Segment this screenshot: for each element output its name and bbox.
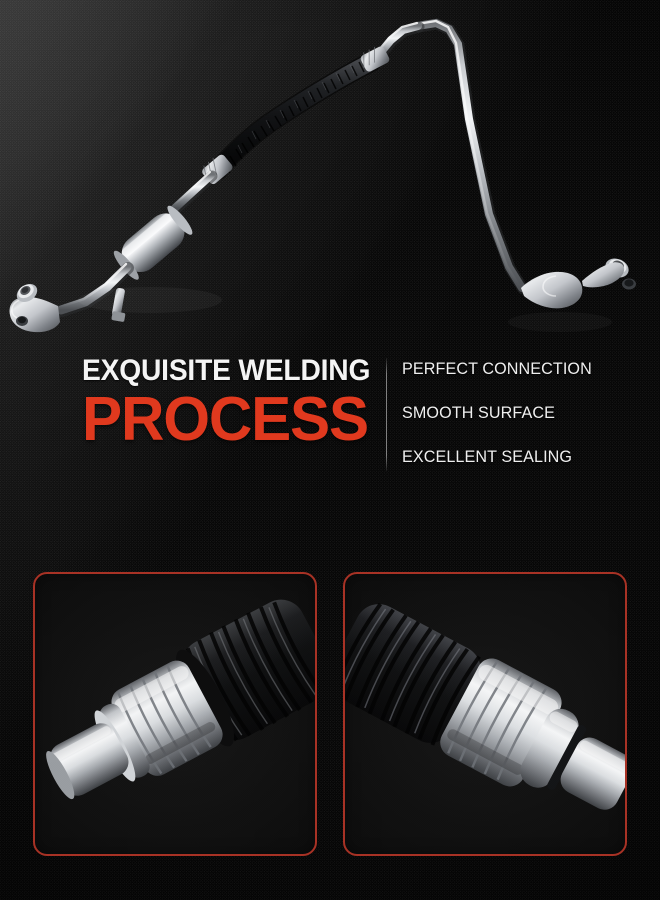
headline-block: EXQUISITE WELDING PROCESS: [82, 354, 382, 454]
ac-hose-assembly-illustration: [9, 18, 636, 333]
feature-item-excellent-sealing: EXCELLENT SEALING: [402, 447, 573, 466]
headline-line-2: PROCESS: [82, 385, 369, 454]
crimp-closeup-right-illustration: [345, 602, 625, 810]
detail-panel-right: [343, 572, 627, 856]
feature-item-smooth-surface: SMOOTH SURFACE: [402, 403, 555, 422]
service-port: [111, 287, 126, 322]
headline-divider: [386, 358, 387, 471]
detail-panel-group: [33, 572, 627, 856]
crimp-closeup-left-illustration: [46, 599, 315, 800]
crimp-collar-upper: [360, 46, 390, 72]
headline-line-1: EXQUISITE WELDING: [82, 354, 371, 387]
hero-product-image: [0, 0, 660, 350]
left-block-fitting: [9, 284, 60, 333]
feature-item-perfect-connection: PERFECT CONNECTION: [402, 359, 592, 378]
right-block-fitting: [521, 258, 636, 309]
feature-list: PERFECT CONNECTION SMOOTH SURFACE EXCELL…: [402, 358, 642, 490]
detail-panel-left: [33, 572, 317, 856]
inline-muffler: [113, 205, 193, 280]
